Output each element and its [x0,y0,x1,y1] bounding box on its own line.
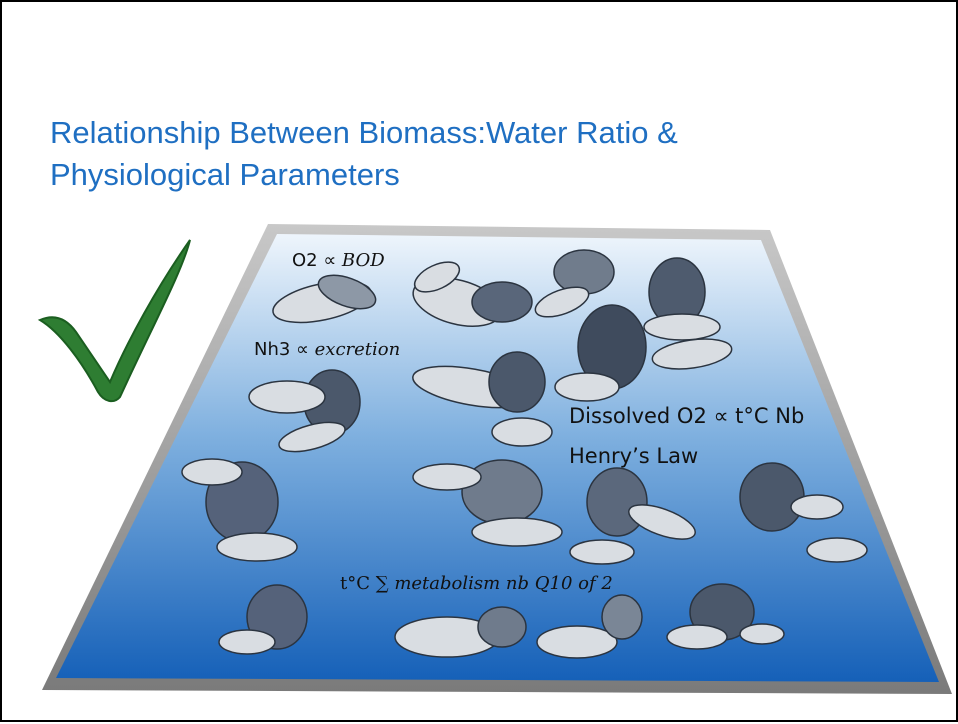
mussel-cluster [412,261,533,327]
mussel-cluster [534,249,615,318]
mussel-cluster [394,606,527,658]
dissolved-o2-label: Dissolved O2 ∝ t°C Nb [569,404,805,428]
mussel-cluster [181,458,298,562]
checkmark-shape [37,239,191,403]
mussel-cluster [272,274,377,324]
bod-variable: BOD [341,250,385,271]
slide-title: Relationship Between Biomass:Water Ratio… [50,112,910,196]
mussel-cluster-group [181,249,868,659]
title-line-1: Relationship Between Biomass:Water Ratio… [50,115,678,150]
mussel-cluster [412,351,553,447]
mussel-cluster [569,467,696,565]
nh3-variable: excretion [314,339,401,360]
metabolism-prefix: t°C ∑ [340,573,395,594]
nh3-prefix: Nh3 ∝ [254,339,315,360]
mussel-cluster [218,584,308,655]
mussel-cluster [536,594,643,659]
metabolism-label: t°C ∑ metabolism nb Q10 of 2 [340,573,613,594]
mussel-cluster [643,257,721,341]
mussel-cluster [554,304,733,402]
mussel-cluster [739,462,868,563]
checkmark-icon [37,239,191,403]
nh3-label: Nh3 ∝ excretion [254,339,400,360]
bod-label: O2 ∝ BOD [292,250,385,271]
henrys-law-label: Henry’s Law [569,444,699,468]
mussel-cluster [248,369,361,453]
bod-prefix: O2 ∝ [292,250,342,271]
mussel-cluster [412,459,563,547]
metabolism-variable: metabolism nb Q10 of 2 [394,573,613,594]
mussel-cluster [666,583,785,650]
title-line-2: Physiological Parameters [50,157,400,192]
